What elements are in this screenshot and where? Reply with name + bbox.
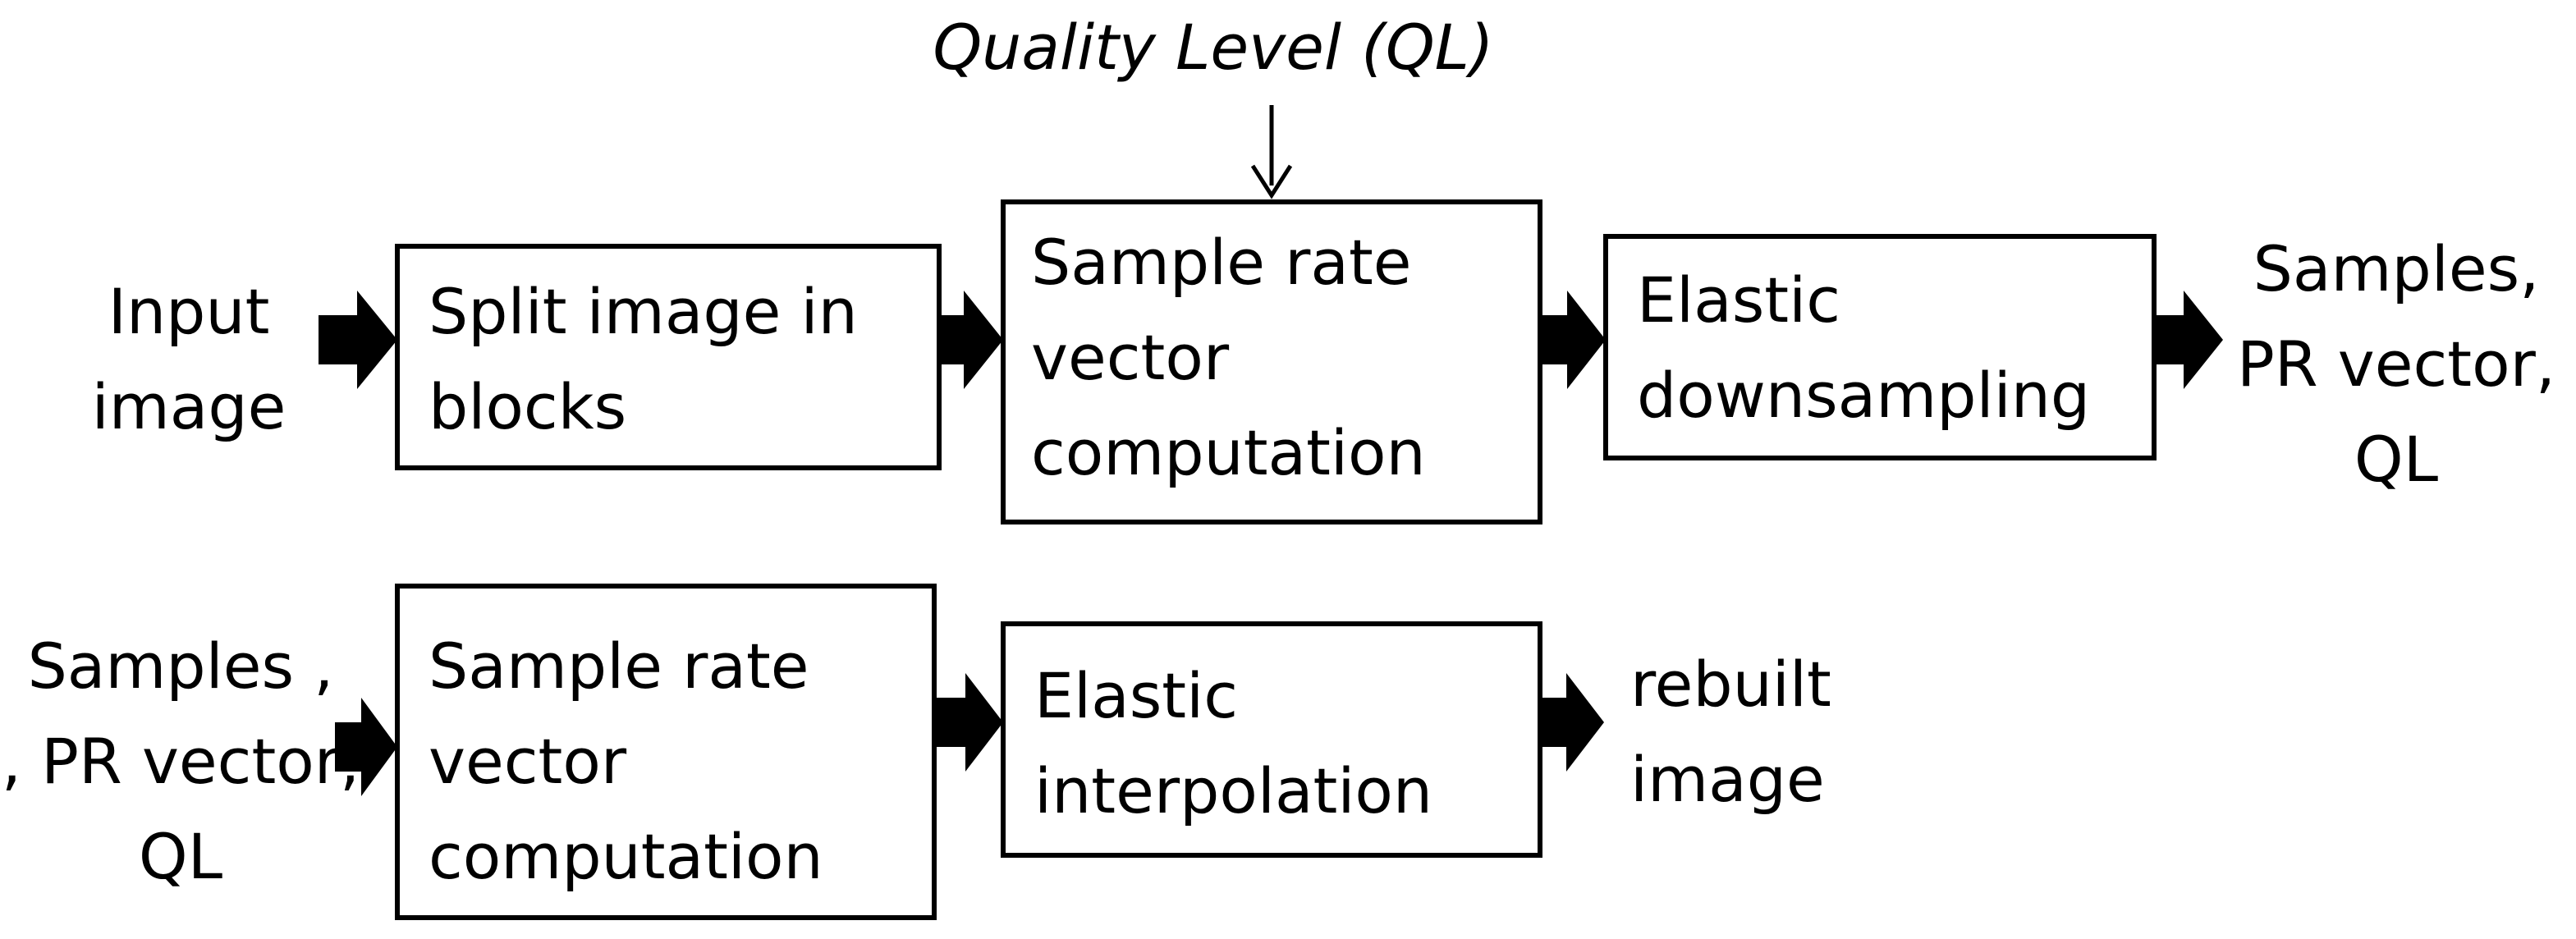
quality-level-arrow (1250, 105, 1293, 199)
quality-level-label: Quality Level (QL) (933, 11, 1494, 84)
split-image-label: Split image in blocks (429, 275, 858, 443)
sample-rate-decoder-label: Sample rate vector computation (429, 630, 823, 893)
split-to-samplerate-arrow (939, 291, 1003, 389)
decoder-input-label: Samples , , PR vector, QL (1, 630, 360, 893)
decoder-input-arrow (335, 698, 397, 796)
elastic-downsampling-label: Elastic downsampling (1637, 263, 2091, 432)
sample-rate-encoder-label: Sample rate vector computation (1031, 226, 1426, 489)
samplerate-to-downsampling-arrow (1540, 291, 1606, 389)
output-arrow (2154, 291, 2223, 389)
samplerate-to-interpolation-arrow (934, 673, 1003, 772)
input-arrow (319, 291, 397, 389)
input-image-label: Input image (91, 275, 286, 443)
rebuilt-image-label: rebuilt image (1630, 648, 1831, 816)
encoder-output-label: Samples, PR vector, QL (2236, 232, 2555, 496)
interpolation-output-arrow (1540, 673, 1604, 772)
sample-rate-decoder-box (395, 584, 937, 920)
elastic-interpolation-label: Elastic interpolation (1034, 659, 1433, 827)
